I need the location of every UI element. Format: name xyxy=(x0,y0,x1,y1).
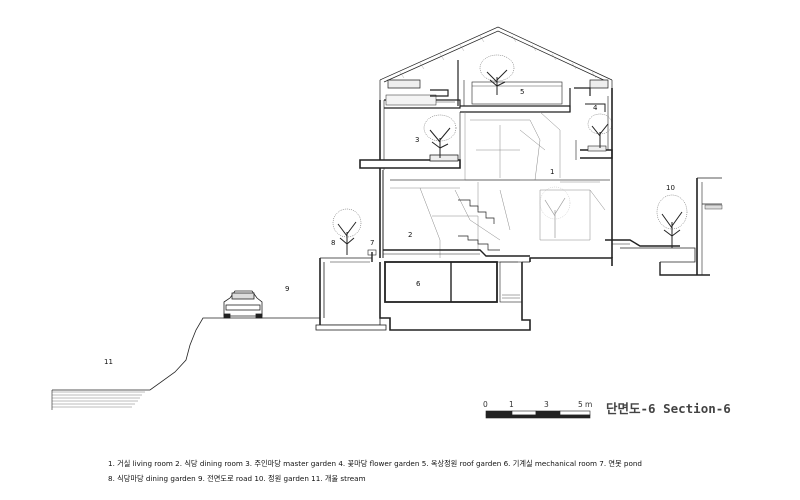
room-labels: 1 2 3 4 5 6 7 8 9 10 11 xyxy=(104,88,675,366)
scale-tick: 1 xyxy=(509,400,514,409)
house-walls xyxy=(379,88,613,258)
room-number: 5 xyxy=(520,88,524,96)
room-number: 2 xyxy=(408,231,412,239)
stair xyxy=(458,199,500,251)
roof xyxy=(379,26,613,100)
legend-line-2: 8. 식당마당 dining garden 9. 전면도로 road 10. 정… xyxy=(108,474,366,483)
room-number: 11 xyxy=(104,358,113,366)
drawing-title: 단면도-6 Section-6 xyxy=(606,401,731,416)
right-terrace xyxy=(605,177,723,276)
dining-garden-walls xyxy=(315,257,387,331)
tree-icon xyxy=(332,208,362,255)
room-number: 10 xyxy=(666,184,675,192)
roof-hatching xyxy=(399,35,597,79)
tree-icon xyxy=(587,113,613,148)
room-number: 6 xyxy=(416,280,421,288)
tree-icon xyxy=(479,54,515,95)
middle-slab xyxy=(359,112,613,169)
ground-terrain xyxy=(51,317,381,410)
ground-slab xyxy=(371,249,530,262)
room-number: 7 xyxy=(370,239,374,247)
scale-tick: 0 xyxy=(483,400,488,409)
pond xyxy=(367,249,377,256)
upper-slabs xyxy=(384,60,606,113)
tree-icon xyxy=(423,114,457,158)
legend-line-1: 1. 거실 living room 2. 식당 dining room 3. 주… xyxy=(108,459,642,468)
tree-icon xyxy=(539,186,571,238)
stream-water xyxy=(52,391,145,408)
scale-tick: 3 xyxy=(544,400,549,409)
car-icon xyxy=(223,290,263,319)
room-number: 1 xyxy=(550,168,554,176)
foundation xyxy=(379,257,613,331)
scale-bar xyxy=(485,410,591,419)
interior-volumes xyxy=(390,111,610,258)
scale-tick: 5 xyxy=(578,400,583,409)
roof-garden xyxy=(471,81,563,105)
mechanical-room xyxy=(384,261,523,303)
tree-icon xyxy=(656,194,688,248)
room-number: 8 xyxy=(331,239,335,247)
scale-unit: m xyxy=(585,400,592,409)
room-number: 3 xyxy=(415,136,419,144)
scale-labels: 0 1 3 5 m xyxy=(483,400,592,409)
room-number: 9 xyxy=(285,285,289,293)
room-number: 4 xyxy=(593,104,598,112)
